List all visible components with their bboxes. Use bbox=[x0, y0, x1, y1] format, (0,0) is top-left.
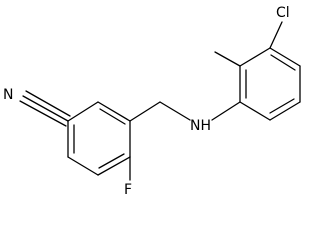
nh-to-ring-bond bbox=[211, 101, 241, 121]
aromatic-inner-bond bbox=[269, 98, 295, 114]
ring-bond bbox=[97, 156, 131, 176]
ring-bond bbox=[239, 47, 271, 67]
ch2-to-nh-bond bbox=[159, 101, 191, 121]
chemical-structure: N F NH Cl bbox=[3, 5, 301, 196]
amine-nh-label: NH bbox=[190, 118, 211, 134]
triple-bond-line-2 bbox=[25, 90, 71, 117]
ring-bond bbox=[67, 156, 99, 176]
ring-bond bbox=[269, 47, 301, 67]
aromatic-inner-bond bbox=[99, 108, 126, 125]
ring-bond bbox=[97, 101, 131, 122]
c-cl-bond bbox=[269, 21, 283, 49]
right-benzene-ring bbox=[239, 47, 301, 121]
ring-bond bbox=[269, 101, 301, 121]
triple-bond-line-3 bbox=[19, 100, 67, 127]
aromatic-inner-bond bbox=[270, 54, 296, 71]
ring-to-ch2-bond bbox=[129, 101, 161, 122]
chlorine-label: Cl bbox=[276, 5, 290, 21]
nitrile-group bbox=[19, 90, 71, 127]
ring-bond bbox=[67, 101, 99, 122]
left-benzene-ring bbox=[67, 101, 131, 176]
ring-bond bbox=[239, 101, 271, 121]
fluorine-label: F bbox=[124, 182, 132, 196]
nitrile-nitrogen-label: N bbox=[3, 87, 13, 103]
methyl-bond bbox=[214, 51, 241, 67]
aromatic-inner-bond bbox=[98, 153, 125, 169]
triple-bond-line-1 bbox=[22, 95, 69, 122]
